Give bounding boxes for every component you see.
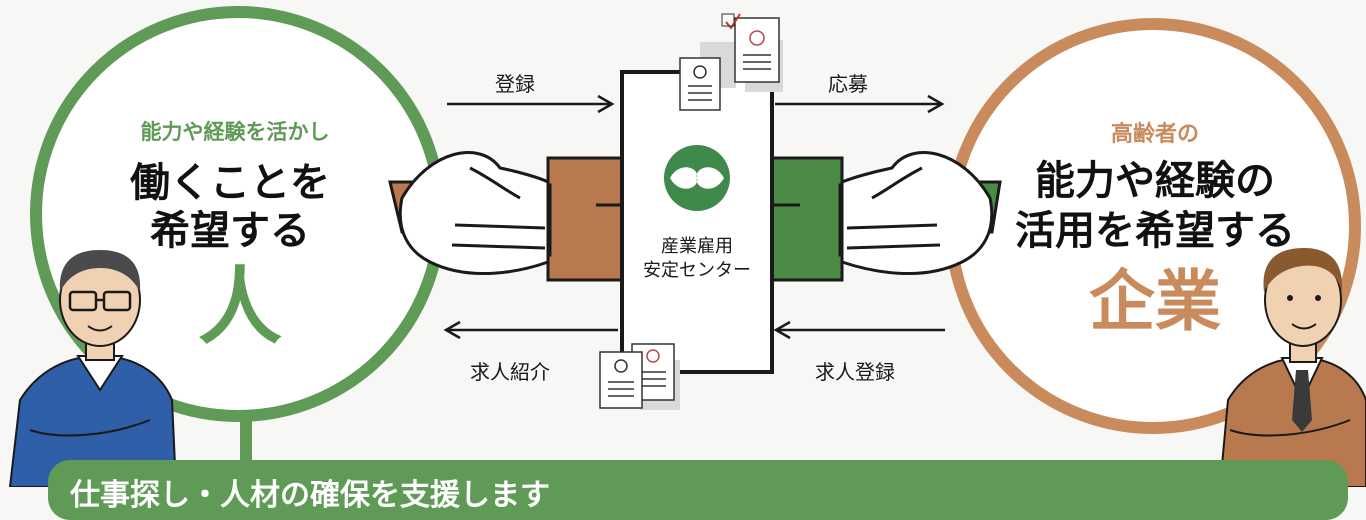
arrow-register — [447, 94, 615, 114]
connector-stem — [240, 418, 252, 468]
arrow-job-registration — [773, 320, 945, 340]
center-name-line2: 安定センター — [643, 260, 751, 281]
top-documents-icon — [679, 13, 783, 111]
company-heading-line2: 活用を希望する — [1015, 208, 1295, 254]
left-hand-icon — [388, 151, 550, 276]
center-name-line1: 産業雇用 — [661, 236, 733, 257]
company-label: 企業 — [1089, 263, 1221, 340]
job-registration-label: 求人登録 — [815, 360, 895, 384]
person-heading-line1: 働くことを — [130, 160, 330, 206]
diagram-graphics — [8, 13, 1366, 487]
bottom-documents-icon — [599, 343, 680, 410]
center-box — [620, 70, 774, 374]
banner-text: 仕事探し・人材の確保を支援します — [70, 478, 550, 513]
person-label: 人 — [197, 258, 282, 356]
center-logo-icon — [664, 145, 730, 211]
arrow-referral — [443, 320, 618, 340]
arrow-apply — [775, 94, 945, 114]
company-subtitle: 高齢者の — [1110, 122, 1199, 147]
right-hand-icon — [840, 151, 1002, 276]
register-label: 登録 — [495, 72, 535, 96]
person-businessman-icon — [1218, 248, 1366, 487]
company-heading-line1: 能力や経験の — [1035, 158, 1275, 204]
job-referral-label: 求人紹介 — [470, 360, 550, 384]
person-worker-icon — [8, 250, 178, 487]
person-heading-line2: 希望する — [150, 208, 310, 254]
apply-label: 応募 — [828, 72, 868, 96]
person-subtitle: 能力や経験を活かし — [140, 120, 330, 144]
